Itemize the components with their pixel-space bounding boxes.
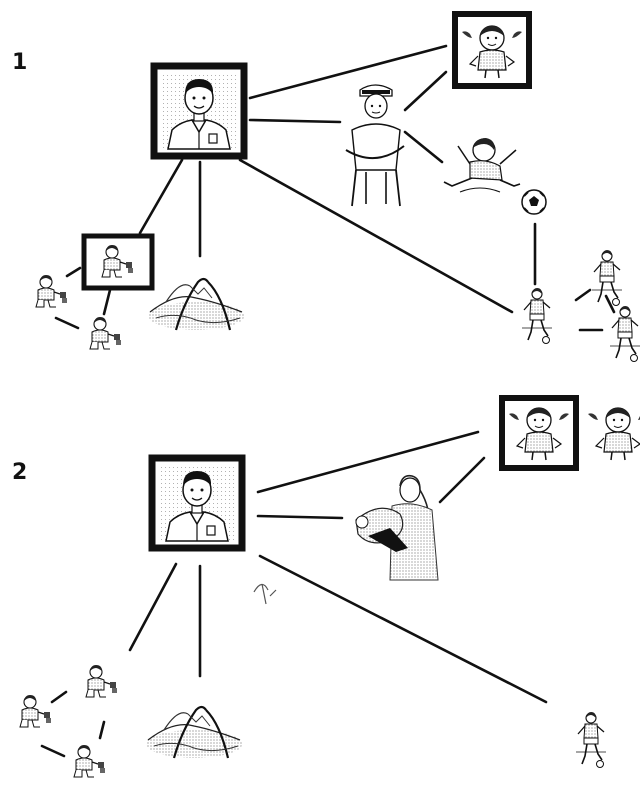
- landscape-sketch-icon: [146, 277, 246, 332]
- panel-2: [19, 395, 640, 778]
- woman-holding-baby-icon: [355, 474, 439, 581]
- football-icon: [521, 189, 547, 215]
- children-playing-group-icon: [19, 664, 118, 778]
- man-portrait-icon: [152, 458, 242, 548]
- girl-kicking-ball-icon: [443, 138, 521, 193]
- connector-lines: [40, 430, 548, 758]
- girl-portrait-icon: [452, 11, 532, 89]
- footballer-icon: [575, 711, 607, 769]
- landscape-sketch-icon: [144, 705, 244, 760]
- panel-number-1: 1: [12, 50, 28, 75]
- footballers-group-icon: [521, 249, 640, 363]
- nurse-icon: [345, 84, 405, 207]
- girl-icon: [587, 407, 640, 461]
- connector-lines: [54, 44, 616, 332]
- girl-portrait-icon: [499, 395, 579, 471]
- man-portrait-icon: [154, 66, 244, 156]
- panel-number-2: 2: [12, 460, 28, 485]
- panel-1: [35, 11, 640, 363]
- child-playing-framed-icon: [81, 233, 155, 291]
- scribble-mark: [253, 583, 277, 605]
